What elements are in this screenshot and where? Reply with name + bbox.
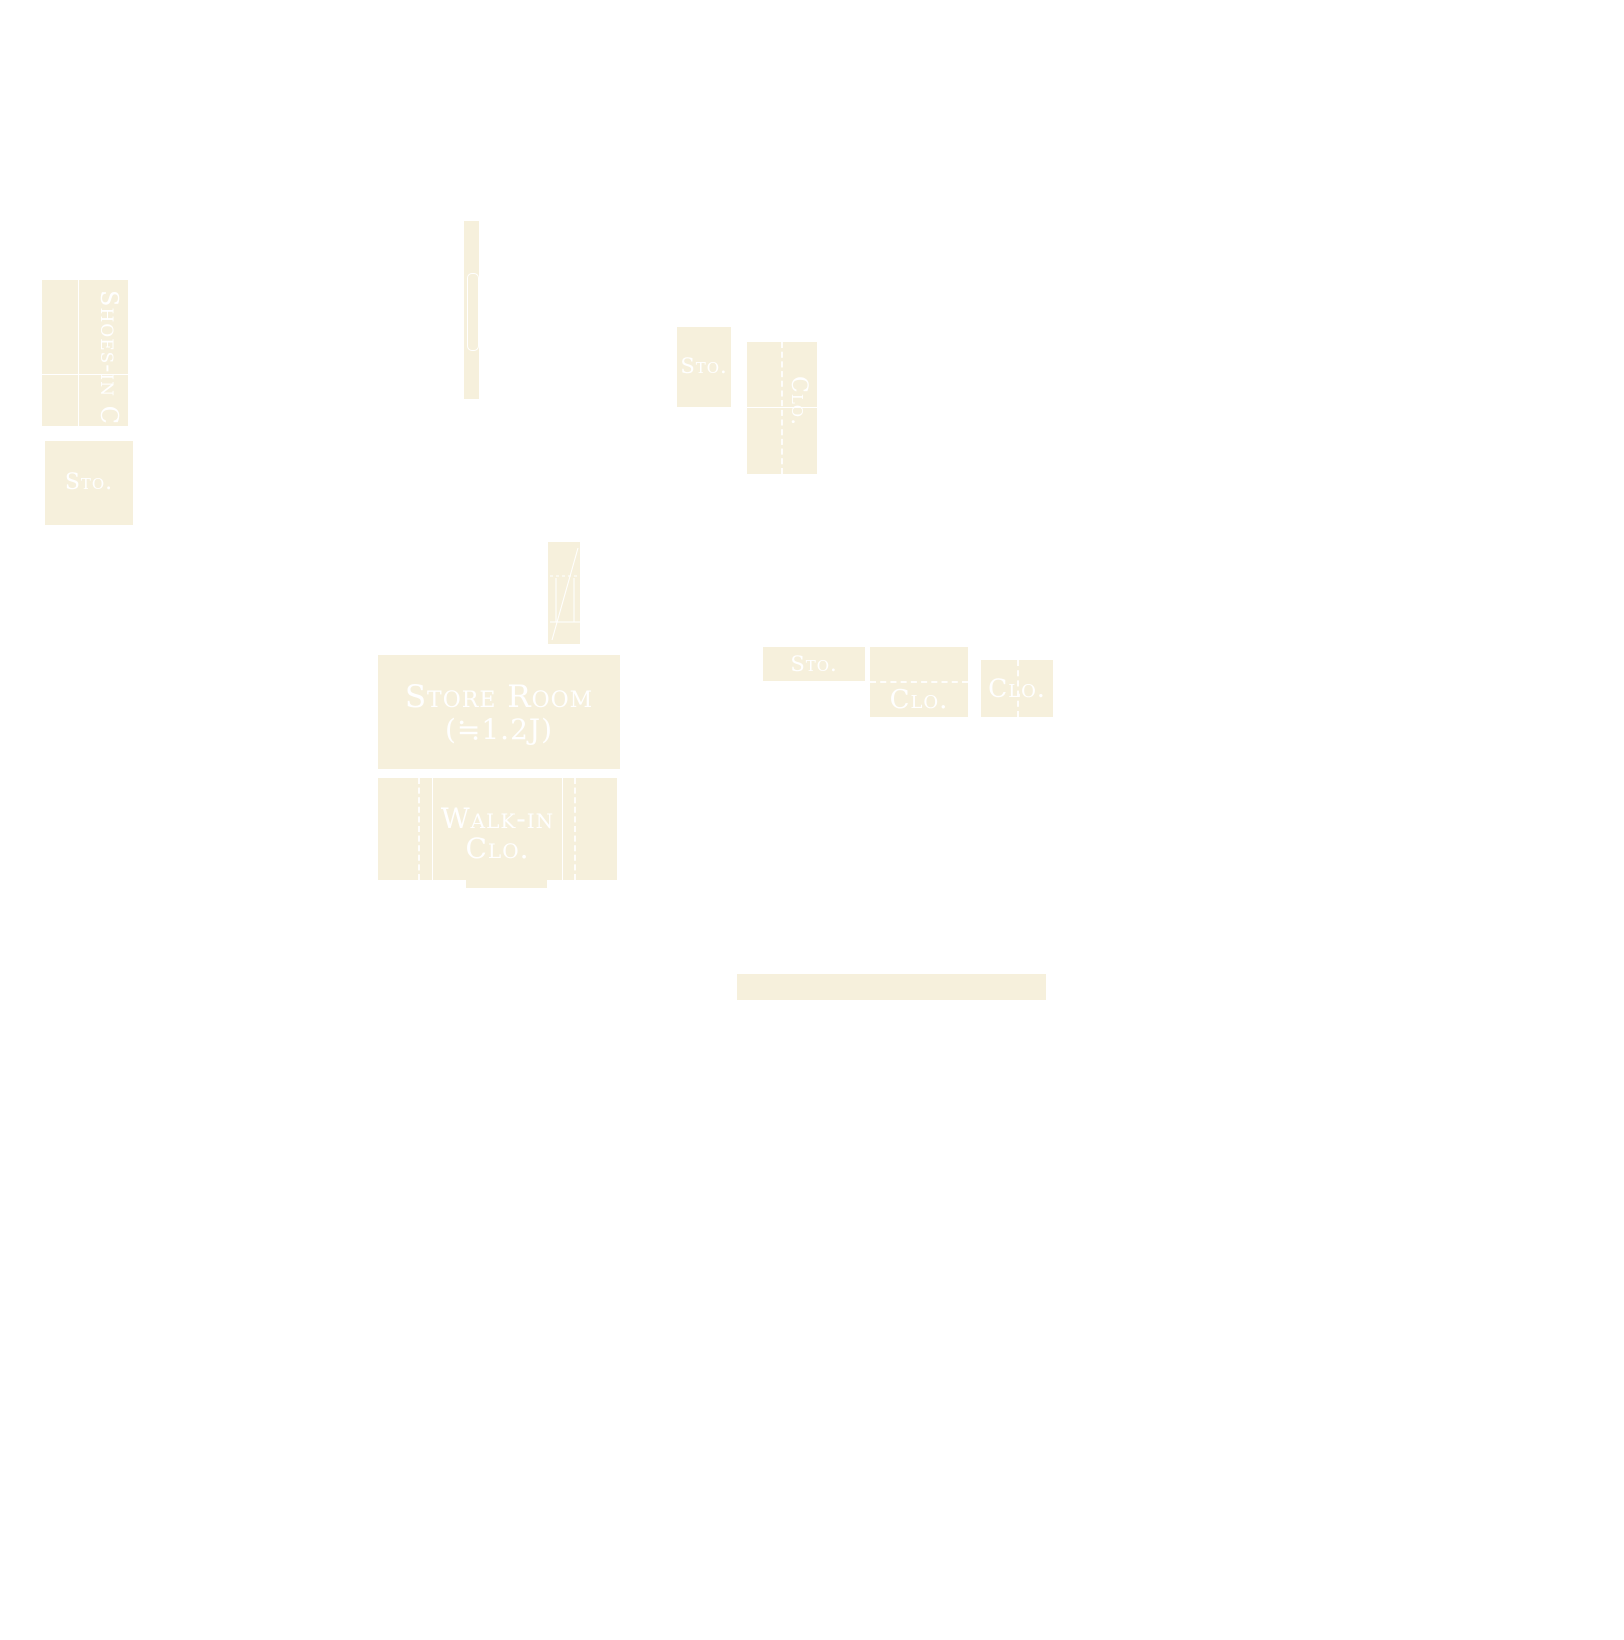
stair-fixture (547, 541, 581, 645)
store-room-size: (≒1.2J) (444, 713, 554, 746)
shoes-in-closet-label: Shoes-in Clo. (95, 290, 124, 461)
walk-in-closet-line1: Walk-in (440, 802, 555, 835)
walk-in-closet-line2: Clo. (465, 832, 530, 865)
closet-mid: Clo. (869, 646, 969, 718)
walk-in-closet-step (466, 876, 547, 888)
closet-mid-label: Clo. (889, 685, 949, 715)
storage-mid-label: Sto. (790, 652, 838, 676)
shoes-in-closet: Shoes-in Clo. (41, 279, 129, 461)
closet-right: Clo. (980, 659, 1054, 718)
window-fixture-top (463, 220, 480, 400)
storage-top-label: Sto. (680, 354, 728, 378)
store-room-name: Store Room (404, 679, 594, 715)
walk-in-closet: Walk-in Clo. (377, 777, 618, 881)
storage-top: Sto. (676, 326, 732, 408)
closet-right-label: Clo. (988, 674, 1046, 703)
stair-lines (550, 547, 580, 641)
closet-top: Clo. (746, 341, 818, 475)
closet-top-label: Clo. (786, 376, 812, 427)
store-room: Store Room (≒1.2J) (377, 654, 621, 770)
storage-mid: Sto. (762, 646, 866, 682)
counter-strip (736, 973, 1047, 1001)
storage-left: Sto. (44, 440, 134, 526)
storage-left-label: Sto. (64, 470, 114, 495)
